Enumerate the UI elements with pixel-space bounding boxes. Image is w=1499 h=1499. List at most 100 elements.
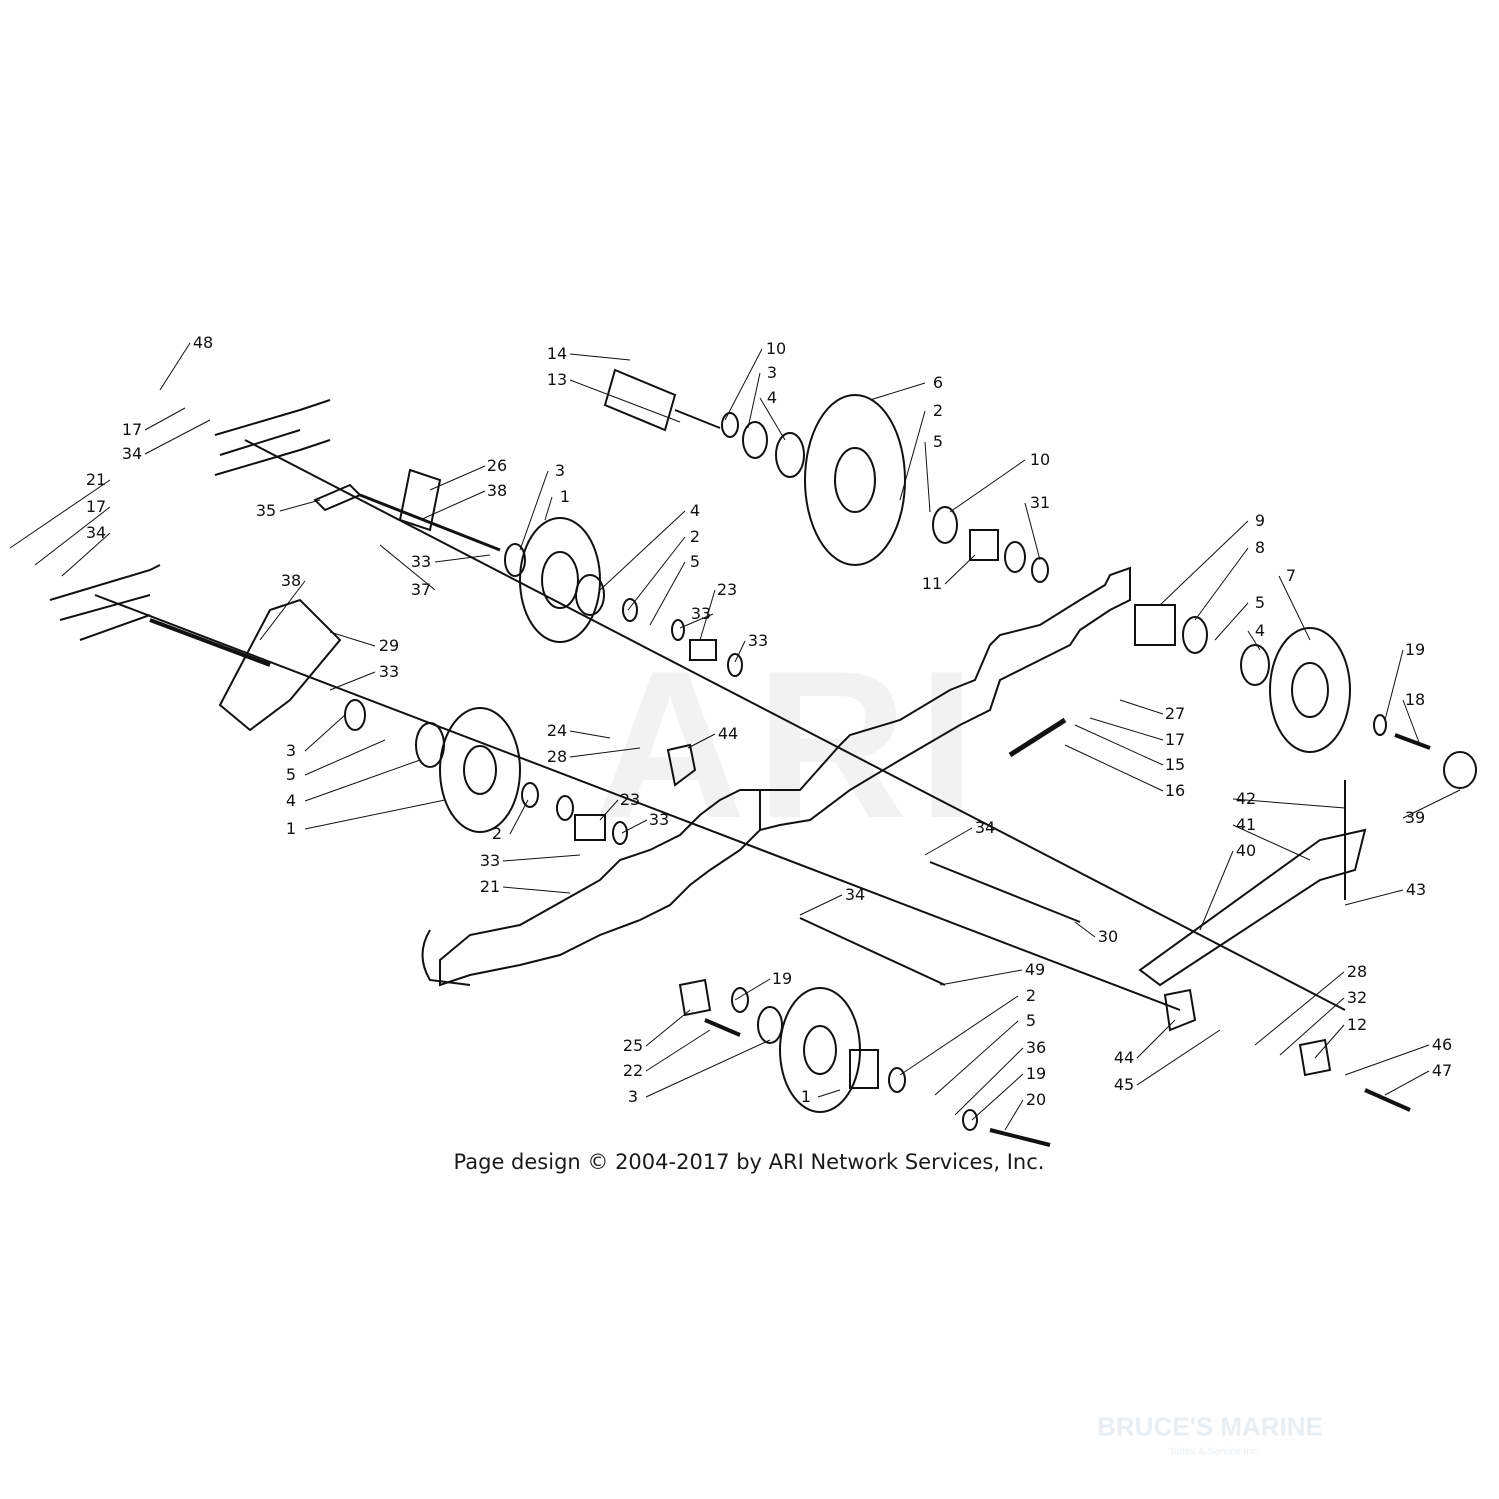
callout-leader	[429, 465, 486, 491]
callout-leader	[954, 1047, 1024, 1116]
wheel-1-lower-left	[439, 707, 521, 833]
bolt-18	[1394, 733, 1431, 750]
callout-leader	[569, 730, 611, 739]
callout-leader	[1024, 502, 1041, 561]
callout-label: 24	[546, 721, 568, 740]
callout-leader	[924, 827, 973, 856]
callout-leader	[949, 459, 1026, 513]
plate-12	[1298, 1038, 1332, 1077]
callout-leader	[687, 733, 716, 749]
callout-label: 34	[85, 523, 107, 542]
callout-leader	[1136, 1019, 1176, 1059]
callout-label: 1	[559, 487, 571, 506]
copyright-notice: Page design © 2004-2017 by ARI Network S…	[453, 1150, 1045, 1174]
cross-rod-30	[929, 861, 1081, 923]
callout-leader	[934, 1020, 1019, 1096]
callout-leader	[34, 506, 111, 566]
callout-leader	[924, 441, 931, 513]
callout-label: 35	[255, 501, 277, 520]
callout-leader	[419, 490, 486, 521]
callout-label: 49	[1024, 960, 1046, 979]
callout-label: 47	[1431, 1061, 1453, 1080]
callout-label: 1	[800, 1087, 812, 1106]
callout-label: 37	[410, 580, 432, 599]
callout-leader	[329, 631, 376, 647]
callout-leader	[304, 799, 446, 830]
middle-rod	[94, 594, 1181, 1011]
callout-leader	[1004, 1099, 1024, 1131]
callout-leader	[259, 580, 306, 641]
callout-leader	[1384, 1070, 1430, 1096]
callout-leader	[279, 499, 321, 512]
callout-label: 14	[546, 344, 568, 363]
callout-label: 48	[192, 333, 214, 352]
callout-label: 3	[554, 461, 566, 480]
callout-label: 34	[121, 444, 143, 463]
shock-tube	[603, 368, 677, 432]
callout-leader	[1402, 789, 1461, 819]
callout-leader	[9, 479, 111, 549]
callout-label: 33	[747, 631, 769, 650]
callout-leader	[61, 532, 111, 577]
right-rail	[759, 566, 1131, 832]
callout-leader	[734, 978, 771, 1001]
callout-leader	[1136, 1029, 1221, 1086]
callout-label: 34	[974, 818, 996, 837]
callout-label: 17	[121, 420, 143, 439]
callout-leader	[569, 747, 641, 758]
callout-label: 31	[1029, 493, 1051, 512]
callout-label: 32	[1346, 988, 1368, 1007]
callout-label: 17	[1164, 730, 1186, 749]
wheel-1-bottom	[779, 987, 861, 1113]
callout-label: 33	[378, 662, 400, 681]
callout-leader	[502, 886, 571, 894]
callout-label: 16	[1164, 781, 1186, 800]
callout-leader	[627, 536, 686, 611]
callout-label: 33	[410, 552, 432, 571]
callout-label: 5	[1025, 1011, 1037, 1030]
callout-leader	[1344, 889, 1404, 906]
callout-leader	[304, 739, 386, 776]
callout-leader	[645, 1039, 771, 1098]
callout-leader	[1232, 824, 1311, 861]
callout-label: 36	[1025, 1038, 1047, 1057]
callout-leader	[899, 410, 926, 501]
callout-label: 45	[1113, 1075, 1135, 1094]
callout-label: 3	[766, 363, 778, 382]
callout-leader	[1074, 724, 1164, 766]
arm-26	[398, 468, 442, 532]
bolt-16	[1008, 717, 1067, 758]
callout-leader	[1247, 630, 1261, 651]
bolt-22	[704, 1018, 741, 1037]
callout-label: 2	[491, 824, 503, 843]
callout-leader	[569, 353, 631, 361]
callout-label: 2	[932, 401, 944, 420]
callout-leader	[1314, 1024, 1345, 1059]
arm-38	[218, 598, 342, 732]
callout-label: 22	[622, 1061, 644, 1080]
callout-leader	[734, 640, 746, 663]
cap-39	[1443, 751, 1477, 789]
bracket-44-top	[666, 743, 697, 787]
callout-leader	[144, 407, 186, 431]
callout-leader	[944, 554, 976, 585]
upper-shaft	[244, 439, 1346, 1011]
callout-label: 2	[689, 527, 701, 546]
callout-label: 21	[479, 877, 501, 896]
callout-label: 33	[479, 851, 501, 870]
callout-label: 30	[1097, 927, 1119, 946]
bracket-25	[678, 978, 712, 1017]
callout-leader	[1119, 699, 1164, 715]
callout-leader	[1074, 921, 1096, 938]
callout-leader	[1278, 575, 1311, 641]
callout-leader	[679, 613, 714, 629]
bolt-20	[989, 1128, 1051, 1147]
wheel-6	[804, 394, 906, 566]
callout-leader	[379, 544, 436, 591]
bracket-44-bottom	[1163, 988, 1197, 1032]
callout-label: 3	[627, 1087, 639, 1106]
callout-label: 39	[1404, 808, 1426, 827]
callout-leader	[1254, 971, 1345, 1046]
callout-leader	[509, 799, 529, 835]
callout-label: 41	[1235, 815, 1257, 834]
